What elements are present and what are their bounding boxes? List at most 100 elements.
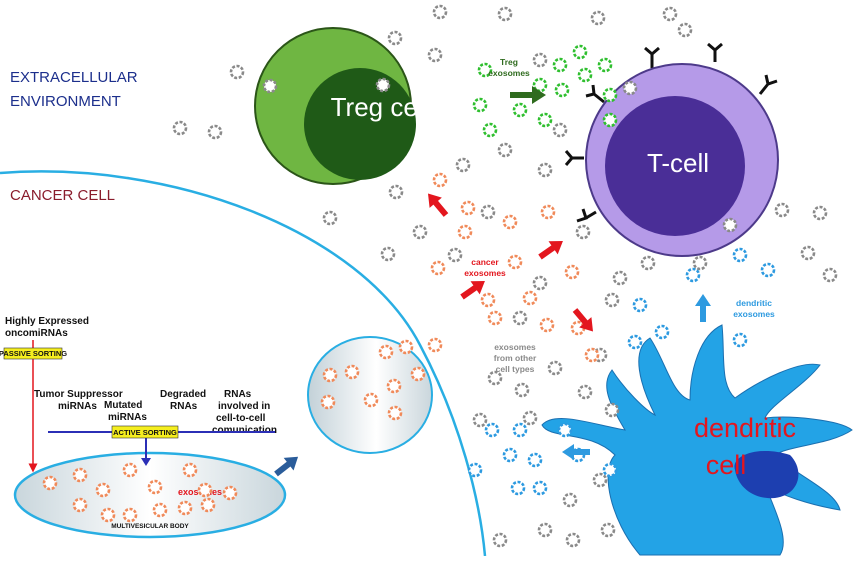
other-exosome <box>487 370 503 386</box>
dendritic-cell: dendritic cell <box>541 324 853 556</box>
treg-exosome <box>537 112 553 128</box>
cancer-exosome <box>398 339 414 355</box>
cancer-exosome <box>177 500 193 516</box>
cancer-exosome <box>522 290 538 306</box>
other-exosome <box>447 247 463 263</box>
dendritic-exosome <box>502 447 518 463</box>
dendritic-exosome <box>557 422 573 438</box>
mutated-label-line2: miRNAs <box>108 412 147 423</box>
cancer-exosome <box>152 502 168 518</box>
dendritic-exosome <box>602 462 618 478</box>
other-exosome <box>432 4 448 20</box>
dendritic-exosome <box>654 324 670 340</box>
mvb-to-vesicle-arrow <box>274 456 299 477</box>
cancer-exosome <box>539 317 555 333</box>
cancer-exosome <box>72 497 88 513</box>
cancer-cell-label: CANCER CELL <box>10 187 115 204</box>
cancer-exosome <box>460 200 476 216</box>
dendritic-exosomes-label-line1: dendritic <box>736 298 772 308</box>
other-exosome <box>497 142 513 158</box>
treg-exosome <box>477 62 493 78</box>
other-exosome <box>547 360 563 376</box>
mutated-label-line1: Mutated <box>104 400 142 411</box>
cancer-exosomes-group <box>42 172 600 523</box>
other-exosome <box>375 77 391 93</box>
extracellular-label-line2: ENVIRONMENT <box>10 93 121 110</box>
other-exosome <box>388 184 404 200</box>
dendritic-exosome <box>732 247 748 263</box>
cancer-exosome <box>430 260 446 276</box>
t-cell-label: T-cell <box>647 148 709 178</box>
dendritic-exosomes-label-line2: exosomes <box>733 309 775 319</box>
other-exosome <box>612 270 628 286</box>
cancer-exosome <box>72 467 88 483</box>
active-sorting-box <box>111 425 179 439</box>
rnas-label-line3: cell-to-cell <box>216 413 266 424</box>
treg-exosome <box>482 122 498 138</box>
degraded-label-line1: Degraded <box>160 389 206 400</box>
treg-exosomes-group <box>472 44 618 138</box>
other-exosome <box>472 412 488 428</box>
treg-exosome <box>532 77 548 93</box>
cancer-exosome <box>487 310 503 326</box>
other-exosome <box>662 6 678 22</box>
treg-exosome <box>602 112 618 128</box>
highly-expressed-label-line1: Highly Expressed <box>5 316 89 327</box>
passive-sorting-label: PASSIVE SORTING <box>0 349 67 358</box>
other-exosome <box>172 120 188 136</box>
other-exosome <box>774 202 790 218</box>
degraded-label-line2: RNAs <box>170 401 198 412</box>
cancer-exosome <box>200 497 216 513</box>
tumor-suppressor-label-line2: miRNAs <box>58 401 97 412</box>
cancer-exosome <box>344 364 360 380</box>
other-exosome <box>537 162 553 178</box>
mvb-label: MULTIVESICULAR BODY <box>111 523 189 530</box>
other-exosome <box>532 275 548 291</box>
dendritic-exosome <box>527 452 543 468</box>
cancer-exosome <box>427 337 443 353</box>
other-exosome <box>692 255 708 271</box>
dendritic-exosome <box>732 332 748 348</box>
cancer-exosome <box>480 292 496 308</box>
other-exosome <box>522 410 538 426</box>
cancer-exosome <box>540 204 556 220</box>
cancer-arrow-to-dendritic <box>572 308 593 332</box>
cancer-exosome <box>95 482 111 498</box>
cancer-exosome <box>410 366 426 382</box>
other-exosomes-group <box>172 4 838 548</box>
other-exosomes-label-line1: exosomes <box>494 342 536 352</box>
cancer-exosome <box>100 507 116 523</box>
t-cell: T-cell <box>564 42 779 257</box>
flow-arrows <box>274 86 711 477</box>
treg-flow-arrow <box>510 86 546 104</box>
other-exosome <box>575 224 591 240</box>
cancer-exosome <box>378 344 394 360</box>
cancer-exosome <box>507 254 523 270</box>
dendritic-cell-label-line2: cell <box>706 450 747 480</box>
cancer-arrow-to-tcell-2 <box>460 280 485 300</box>
cancer-exosome <box>564 264 580 280</box>
dendritic-exosome <box>627 334 643 350</box>
other-exosome <box>577 384 593 400</box>
cancer-exosome <box>363 392 379 408</box>
treg-exosome <box>472 97 488 113</box>
other-exosome <box>229 64 245 80</box>
other-exosome <box>497 6 513 22</box>
other-exosome <box>514 382 530 398</box>
dendritic-exosome <box>632 297 648 313</box>
cancer-arrow-to-tcell-1 <box>538 240 563 260</box>
rnas-label-line1: RNAs <box>224 389 252 400</box>
treg-exosome <box>602 87 618 103</box>
other-exosome <box>387 30 403 46</box>
dendritic-exosomes-group <box>467 247 776 496</box>
treg-exosomes-label-line1: Treg <box>500 57 518 67</box>
treg-exosome <box>552 57 568 73</box>
treg-exosome <box>597 57 613 73</box>
treg-exosome <box>572 44 588 60</box>
dendritic-exosome <box>512 422 528 438</box>
other-exosome <box>800 245 816 261</box>
treg-exosome <box>512 102 528 118</box>
other-exosome <box>565 532 581 548</box>
